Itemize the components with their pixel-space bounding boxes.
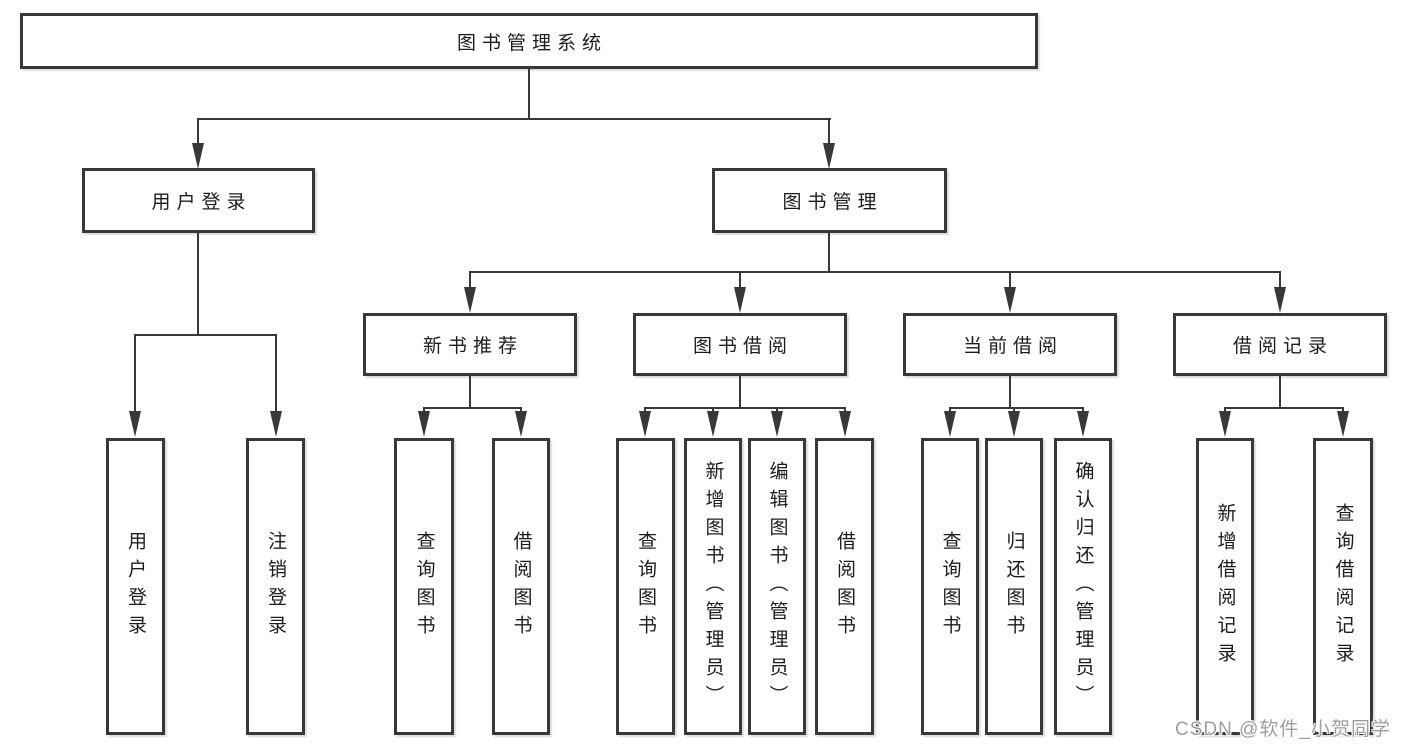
leaf-borrow-books-recommend-label: 借阅图书: [510, 530, 532, 643]
connector-line: [1224, 407, 1344, 409]
leaf-confirm-return-admin-label: 确认归还（管理员）: [1072, 460, 1094, 713]
leaf-query-books-recommend: 查询图书: [394, 438, 454, 735]
node-user-login: 用户登录: [82, 168, 315, 233]
leaf-user-login-label: 用户登录: [125, 530, 146, 643]
connector-line: [469, 376, 471, 409]
node-borrow-records: 借阅记录: [1173, 313, 1387, 376]
node-current-borrow-label: 当前借阅: [962, 336, 1063, 357]
node-current-borrow: 当前借阅: [903, 313, 1117, 376]
arrow-down-icon: [839, 411, 851, 437]
connector-line: [828, 118, 830, 146]
leaf-confirm-return-admin: 确认归还（管理员）: [1054, 438, 1112, 735]
connector-line: [469, 271, 1281, 273]
leaf-add-book-admin-label: 新增图书（管理员）: [702, 460, 724, 713]
leaf-query-borrow-record-label: 查询借阅记录: [1332, 502, 1354, 671]
leaf-edit-book-admin: 编辑图书（管理员）: [748, 438, 806, 735]
leaf-return-book: 归还图书: [985, 438, 1043, 735]
leaf-user-login: 用户登录: [106, 438, 165, 735]
node-user-login-label: 用户登录: [151, 192, 252, 213]
connector-line: [423, 407, 522, 409]
leaf-query-books-recommend-label: 查询图书: [413, 530, 435, 643]
leaf-query-borrow-record: 查询借阅记录: [1313, 438, 1373, 735]
leaf-add-borrow-record-label: 新增借阅记录: [1214, 502, 1236, 671]
arrow-down-icon: [823, 143, 835, 169]
arrow-down-icon: [1004, 287, 1016, 313]
arrow-down-icon: [270, 411, 282, 437]
leaf-query-books-borrow-label: 查询图书: [635, 530, 656, 643]
arrow-down-icon: [771, 411, 783, 437]
node-new-book-recommend-label: 新书推荐: [422, 336, 523, 357]
connector-line: [197, 118, 831, 120]
leaf-edit-book-admin-label: 编辑图书（管理员）: [766, 460, 788, 713]
arrow-down-icon: [1274, 287, 1286, 313]
arrow-down-icon: [192, 143, 204, 169]
arrow-down-icon: [639, 411, 651, 437]
connector-line: [1279, 376, 1281, 409]
node-book-borrow: 图书借阅: [633, 313, 847, 376]
arrow-down-icon: [418, 411, 430, 437]
connector-line: [528, 69, 530, 120]
connector-line: [197, 233, 199, 336]
connector-line: [134, 334, 277, 336]
leaf-borrow-books-recommend: 借阅图书: [492, 438, 550, 735]
node-book-management: 图书管理: [712, 168, 947, 233]
connector-line: [644, 407, 846, 409]
arrow-down-icon: [734, 287, 746, 313]
leaf-borrow-books-label: 借阅图书: [834, 530, 855, 643]
arrow-down-icon: [129, 411, 141, 437]
leaf-return-book-label: 归还图书: [1003, 530, 1025, 643]
connector-line: [949, 407, 1084, 409]
connector-line: [1009, 376, 1011, 409]
node-book-borrow-label: 图书借阅: [692, 336, 793, 357]
arrow-down-icon: [1219, 411, 1231, 437]
connector-line: [1279, 271, 1281, 289]
leaf-logout: 注销登录: [246, 438, 305, 735]
connector-line: [1009, 271, 1011, 289]
node-book-management-label: 图书管理: [782, 192, 883, 213]
connector-line: [469, 271, 471, 289]
node-root-label: 图书管理系统: [456, 32, 607, 54]
connector-line: [275, 334, 277, 414]
connector-line: [134, 334, 136, 414]
connector-line: [828, 233, 830, 273]
leaf-query-books-borrow: 查询图书: [616, 438, 675, 735]
leaf-add-book-admin: 新增图书（管理员）: [684, 438, 742, 735]
arrow-down-icon: [944, 411, 956, 437]
node-root: 图书管理系统: [20, 13, 1038, 69]
arrow-down-icon: [1008, 411, 1020, 437]
connector-line: [739, 376, 741, 409]
leaf-add-borrow-record: 新增借阅记录: [1196, 438, 1254, 735]
leaf-query-books-current: 查询图书: [921, 438, 979, 735]
leaf-query-books-current-label: 查询图书: [939, 530, 961, 643]
node-new-book-recommend: 新书推荐: [363, 313, 577, 376]
leaf-borrow-books: 借阅图书: [815, 438, 874, 735]
node-borrow-records-label: 借阅记录: [1232, 336, 1333, 357]
leaf-logout-label: 注销登录: [265, 530, 286, 643]
connector-line: [739, 271, 741, 289]
arrow-down-icon: [515, 411, 527, 437]
connector-line: [197, 118, 199, 146]
arrow-down-icon: [1337, 411, 1349, 437]
watermark: CSDN @软件_小贺同学: [1175, 719, 1391, 740]
arrow-down-icon: [707, 411, 719, 437]
arrow-down-icon: [464, 287, 476, 313]
arrow-down-icon: [1077, 411, 1089, 437]
